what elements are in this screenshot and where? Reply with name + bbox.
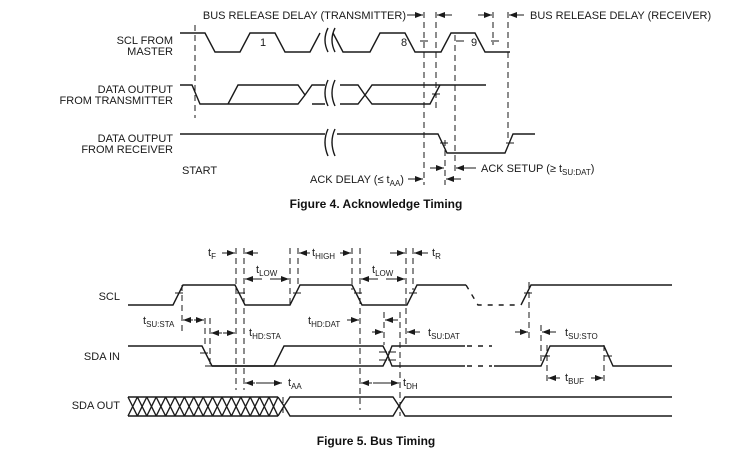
signal-label-sda-out: SDA OUT	[72, 400, 121, 412]
signal-label-scl-master-line2: MASTER	[127, 46, 173, 58]
hatch-line	[155, 396, 167, 417]
waveform-sda-in-tail	[494, 345, 672, 367]
label-start: START	[182, 165, 217, 177]
break-mark-scl	[324, 27, 336, 53]
hatch-line	[146, 396, 157, 417]
figure-5-caption: Figure 5. Bus Timing	[317, 434, 435, 448]
signal-label-scl-master-line1: SCL FROM	[117, 35, 173, 47]
hatch-line	[193, 396, 204, 417]
signal-label-data-tx-line1: DATA OUTPUT	[98, 84, 174, 96]
hatch-line	[136, 396, 148, 417]
label-t-low-1: tLOW	[256, 264, 278, 278]
label-t-su-dat: tSU:DAT	[428, 327, 460, 341]
label-t-hd-dat: tHD:DAT	[308, 315, 340, 329]
figure-4-caption: Figure 4. Acknowledge Timing	[290, 197, 463, 211]
crossing-ticks	[175, 292, 612, 367]
crossing-ticks	[420, 40, 514, 144]
label-t-f: tF	[208, 247, 216, 261]
waveform-sda-in	[128, 345, 465, 367]
hatch-line	[211, 396, 223, 417]
signal-label-data-rx-line2: FROM RECEIVER	[81, 144, 173, 156]
waveform-scl	[128, 284, 466, 306]
label-t-hd-sta: tHD:STA	[249, 327, 281, 341]
pulse-label-8: 8	[401, 37, 407, 49]
label-t-low-2: tLOW	[372, 264, 394, 278]
label-t-high: tHIGH	[312, 247, 335, 261]
pulse-label-1: 1	[260, 37, 266, 49]
label-t-su-sto: tSU:STO	[565, 327, 598, 341]
waveform-scl-master	[180, 32, 510, 53]
break-mark-data-tx	[324, 79, 336, 107]
signal-label-sda-in: SDA IN	[84, 351, 120, 363]
label-t-buf: tBUF	[565, 372, 584, 386]
waveform-sda-out	[128, 396, 672, 417]
break-mark-data-rx	[324, 128, 336, 157]
label-t-r: tR	[432, 247, 441, 261]
pulse-label-9: 9	[471, 37, 477, 49]
hatch-line	[202, 396, 214, 417]
waveform-data-tx	[180, 84, 486, 105]
waveform-sda-in-dotted	[467, 345, 492, 367]
label-t-su-sta: tSU:STA	[143, 315, 175, 329]
waveform-scl-tail	[520, 284, 672, 306]
hatch-line	[221, 396, 233, 417]
figure-5-bus-timing: SCL SDA IN SDA OUT	[72, 247, 672, 448]
label-t-dh: tDH	[403, 377, 418, 391]
figure-4-acknowledge-timing: SCL FROM MASTER DATA OUTPUT FROM TRANSMI…	[60, 10, 712, 211]
label-ack-setup: ACK SETUP (≥ tSU:DAT)	[481, 163, 594, 177]
hatch-line	[183, 396, 195, 417]
signal-label-scl: SCL	[99, 291, 120, 303]
label-bus-release-transmitter: BUS RELEASE DELAY (TRANSMITTER)	[203, 10, 406, 22]
waveform-sda-out-undefined	[127, 396, 279, 417]
hatch-line	[249, 396, 261, 417]
hatch-line	[258, 396, 270, 417]
hatch-line	[230, 396, 242, 417]
hatch-line	[127, 396, 139, 417]
hatch-line	[164, 396, 176, 417]
label-ack-delay: ACK DELAY (≤ tAA)	[310, 174, 404, 188]
hatch-line	[240, 396, 251, 417]
label-t-aa: tAA	[288, 377, 302, 391]
waveform-scl-dotted	[465, 284, 520, 306]
signal-label-data-rx-line1: DATA OUTPUT	[98, 133, 174, 145]
waveform-data-rx	[180, 133, 535, 154]
hatch-line	[268, 396, 279, 417]
label-bus-release-receiver: BUS RELEASE DELAY (RECEIVER)	[530, 10, 711, 22]
signal-label-data-tx-line2: FROM TRANSMITTER	[60, 95, 174, 107]
hatch-line	[174, 396, 186, 417]
